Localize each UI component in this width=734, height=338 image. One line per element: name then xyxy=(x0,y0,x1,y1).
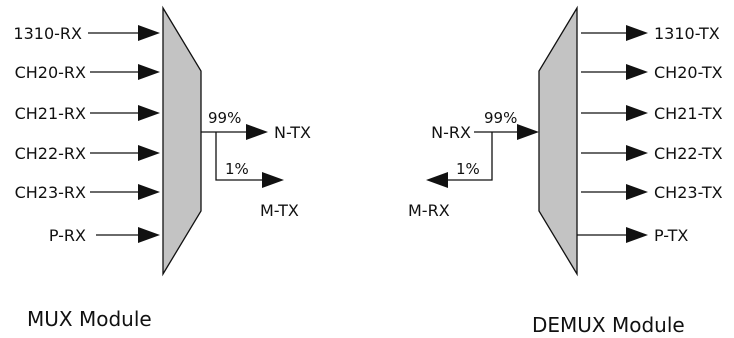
demux-tap-line xyxy=(446,132,493,181)
demux-output-p: P-TX xyxy=(577,226,688,245)
demux-output-1310: 1310-TX xyxy=(581,24,720,43)
demux-input-arrowhead xyxy=(517,124,539,140)
demux-output-arrowhead xyxy=(626,145,648,161)
mux-split-major-label: 99% xyxy=(208,109,241,127)
mux-input-arrowhead xyxy=(138,105,160,121)
demux-output-arrowhead xyxy=(626,25,648,41)
mux-input-label: P-RX xyxy=(49,226,86,245)
demux-module: N-RX 99% 1% M-RX 1310-TX CH20-TX xyxy=(408,5,723,337)
demux-split-minor-label: 1% xyxy=(456,160,480,178)
demux-output-arrowhead xyxy=(626,105,648,121)
mux-input-ch21: CH21-RX xyxy=(15,104,160,123)
demux-input-monitor-label: M-RX xyxy=(408,201,450,220)
demux-output-label: CH23-TX xyxy=(654,183,723,202)
demux-output-ch20: CH20-TX xyxy=(581,63,723,82)
demux-output-arrowhead xyxy=(626,227,648,243)
mux-output-main-label: N-TX xyxy=(274,123,311,142)
mux-input-arrowhead xyxy=(138,25,160,41)
demux-input-main: N-RX 99% xyxy=(431,109,539,142)
mux-tap-arrowhead xyxy=(262,172,284,188)
mux-split-minor-label: 1% xyxy=(225,160,249,178)
demux-output-label: CH20-TX xyxy=(654,63,723,82)
mux-output-arrowhead xyxy=(246,124,268,140)
mux-input-ch20: CH20-RX xyxy=(15,63,160,82)
demux-title: DEMUX Module xyxy=(532,313,685,337)
mux-tap-line xyxy=(215,132,264,181)
demux-input-monitor: 1% M-RX xyxy=(408,132,493,220)
mux-title: MUX Module xyxy=(27,307,152,331)
mux-output-monitor-label: M-TX xyxy=(260,201,299,220)
mux-output-monitor: 1% M-TX xyxy=(215,132,299,220)
demux-output-ch23: CH23-TX xyxy=(581,183,723,202)
demux-input-main-label: N-RX xyxy=(431,123,471,142)
mux-input-arrowhead xyxy=(138,64,160,80)
mux-input-label: CH22-RX xyxy=(15,144,86,163)
mux-input-arrowhead xyxy=(138,227,160,243)
demux-body xyxy=(538,5,578,277)
mux-input-arrowhead xyxy=(138,184,160,200)
demux-output-ch22: CH22-TX xyxy=(581,144,723,163)
demux-output-label: CH21-TX xyxy=(654,104,723,123)
demux-output-arrowhead xyxy=(626,64,648,80)
demux-output-label: CH22-TX xyxy=(654,144,723,163)
demux-output-label: P-TX xyxy=(654,226,688,245)
mux-input-p: P-RX xyxy=(49,226,160,245)
mux-module: 1310-RX CH20-RX CH21-RX CH22-RX CH23-RX xyxy=(13,5,311,331)
mux-input-label: CH21-RX xyxy=(15,104,86,123)
mux-input-ch22: CH22-RX xyxy=(15,144,160,163)
mux-input-label: CH20-RX xyxy=(15,63,86,82)
mux-input-label: 1310-RX xyxy=(13,24,82,43)
demux-output-arrowhead xyxy=(626,184,648,200)
mux-input-label: CH23-RX xyxy=(15,183,86,202)
mux-input-ch23: CH23-RX xyxy=(15,183,160,202)
demux-tap-arrowhead xyxy=(426,172,448,188)
mux-output-main: 99% N-TX xyxy=(201,109,311,142)
demux-output-ch21: CH21-TX xyxy=(581,104,723,123)
mux-input-arrowhead xyxy=(138,145,160,161)
mux-body xyxy=(162,5,202,277)
demux-output-label: 1310-TX xyxy=(654,24,720,43)
mux-input-1310: 1310-RX xyxy=(13,24,160,43)
demux-split-major-label: 99% xyxy=(484,109,517,127)
